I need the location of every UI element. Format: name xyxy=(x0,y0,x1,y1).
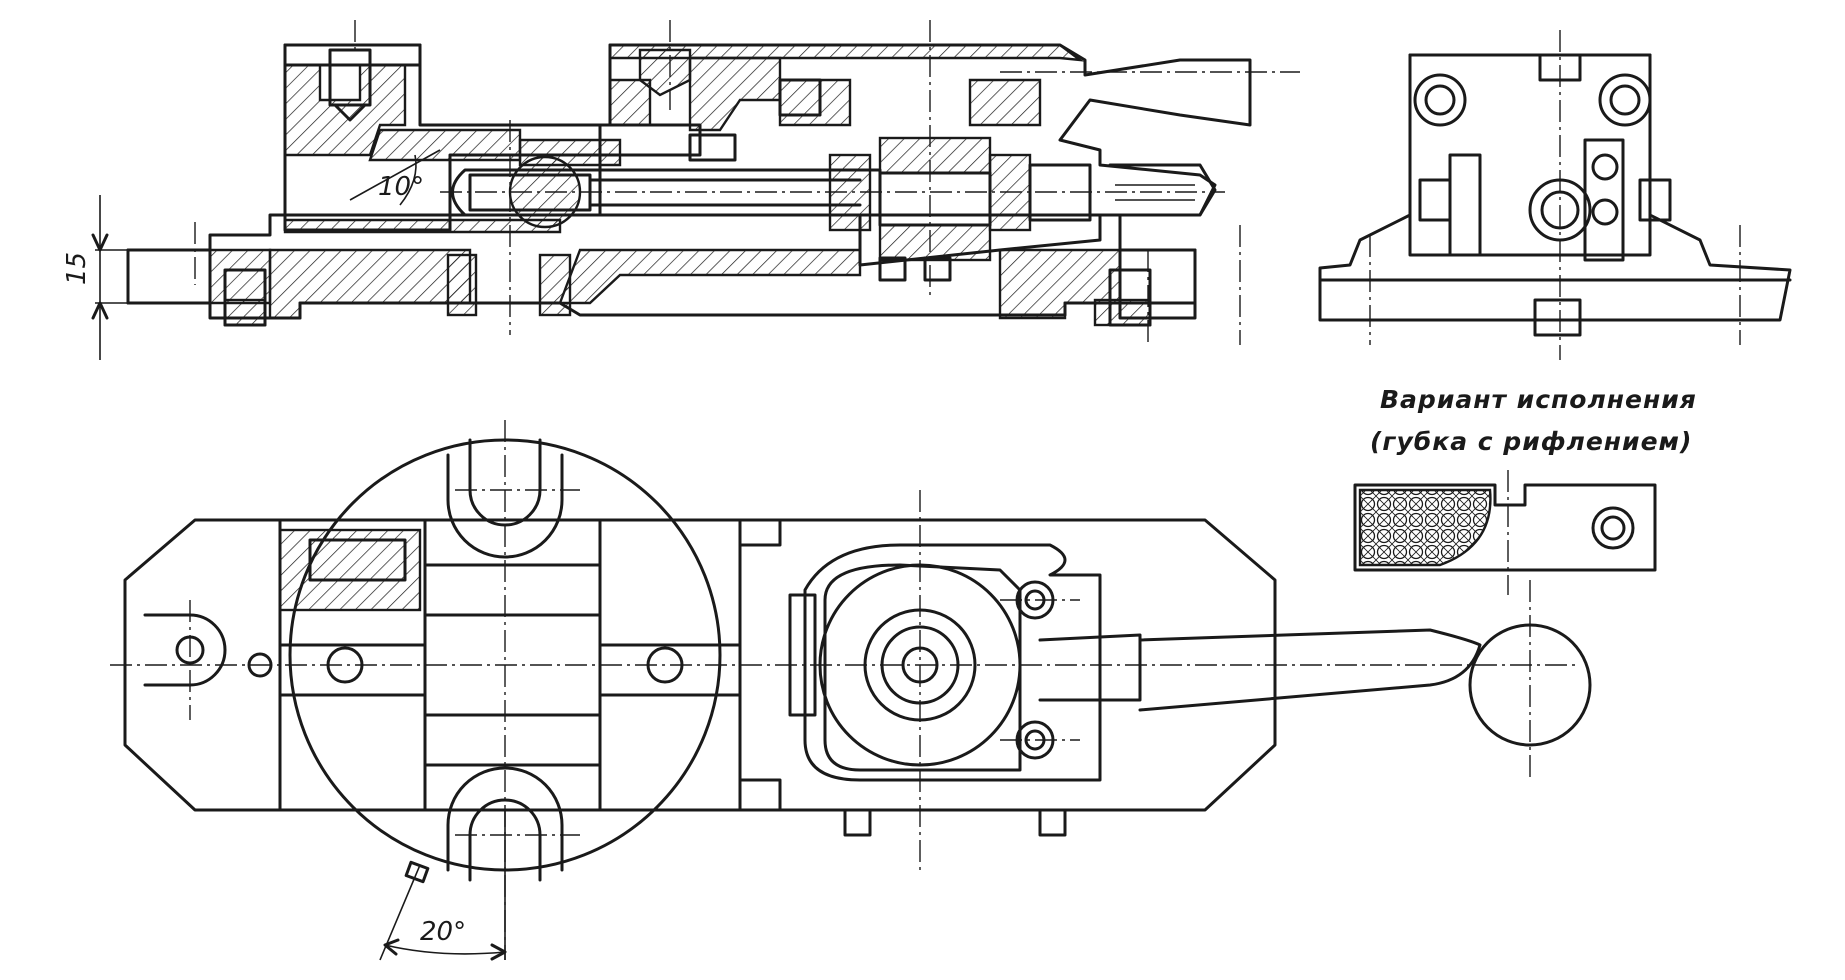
variant-detail: Вариант исполнения (губка с рифлением) xyxy=(1353,385,1697,595)
angle-rotation-label: 20° xyxy=(420,917,466,947)
variant-note-line2: (губка с рифлением) xyxy=(1370,427,1692,456)
end-view xyxy=(1318,30,1792,360)
plan-view: 20° xyxy=(110,420,1592,961)
dimension-height-label: 15 xyxy=(62,252,92,285)
variant-note-line1: Вариант исполнения xyxy=(1380,385,1697,414)
angle-tilt-label: 10° xyxy=(378,172,424,202)
side-section-view: 10° 15 xyxy=(62,20,1300,360)
